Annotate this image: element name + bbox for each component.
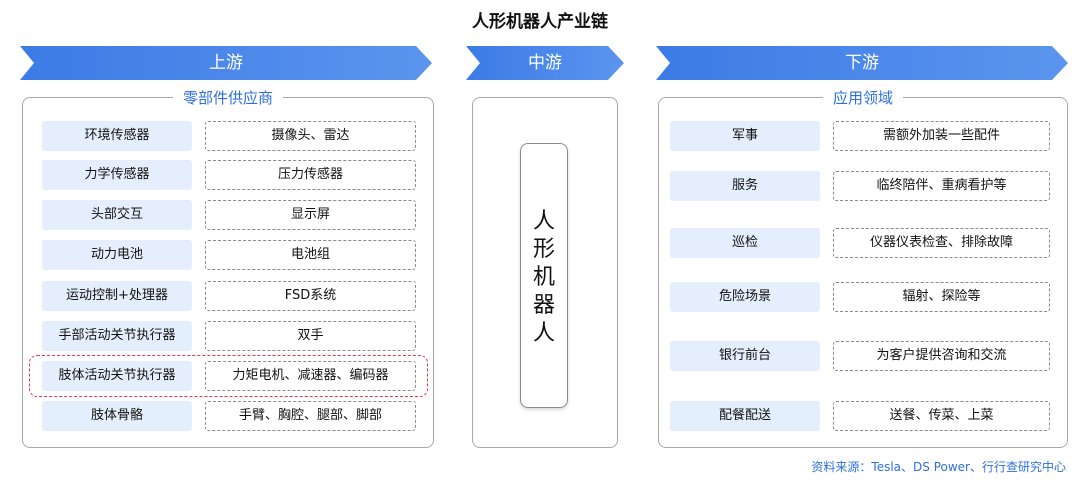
- component-detail: 双手: [205, 321, 416, 351]
- component-label: 环境传感器: [42, 121, 192, 151]
- page-title: 人形机器人产业链: [472, 12, 608, 32]
- field-detail: 辐射、探险等: [833, 282, 1050, 312]
- component-detail: 显示屏: [205, 200, 416, 230]
- midstream-char: 人: [532, 209, 555, 234]
- field-label: 配餐配送: [670, 401, 820, 431]
- component-label: 肢体骨骼: [42, 401, 192, 431]
- component-detail: 摄像头、雷达: [205, 121, 416, 151]
- component-label: 手部活动关节执行器: [42, 321, 192, 351]
- field-detail: 送餐、传菜、上菜: [833, 401, 1050, 431]
- component-label: 肢体活动关节执行器: [42, 361, 192, 391]
- field-label: 军事: [670, 121, 820, 151]
- upstream-banner: 上游: [20, 46, 432, 80]
- component-label: 动力电池: [42, 240, 192, 270]
- downstream-panel: 应用领域: [658, 89, 1068, 448]
- midstream-char: 人: [532, 321, 555, 346]
- field-label: 危险场景: [670, 282, 820, 312]
- component-label: 力学传感器: [42, 160, 192, 190]
- component-detail: 力矩电机、减速器、编码器: [205, 361, 416, 391]
- humanoid-robot-box: 人 形 机 器 人: [520, 143, 568, 408]
- downstream-panel-title: 应用领域: [822, 89, 903, 107]
- midstream-label: 中游: [528, 53, 562, 73]
- component-label: 运动控制+处理器: [42, 281, 192, 311]
- midstream-char: 机: [532, 265, 555, 290]
- component-detail: 电池组: [205, 240, 416, 270]
- midstream-char: 形: [532, 237, 555, 262]
- field-label: 巡检: [670, 228, 820, 258]
- field-detail: 需额外加装一些配件: [833, 121, 1050, 151]
- component-detail: 压力传感器: [205, 160, 416, 190]
- source-note: 资料来源：Tesla、DS Power、行行查研究中心: [811, 460, 1066, 474]
- component-label: 头部交互: [42, 200, 192, 230]
- component-detail: FSD系统: [205, 281, 416, 311]
- field-detail: 为客户提供咨询和交流: [833, 341, 1050, 371]
- upstream-label: 上游: [209, 53, 243, 73]
- field-label: 银行前台: [670, 341, 820, 371]
- midstream-banner: 中游: [466, 46, 624, 80]
- midstream-char: 器: [532, 293, 555, 318]
- component-detail: 手臂、胸腔、腿部、脚部: [205, 401, 416, 431]
- upstream-panel-title: 零部件供应商: [172, 89, 283, 107]
- downstream-label: 下游: [845, 53, 879, 73]
- field-detail: 仪器仪表检查、排除故障: [833, 228, 1050, 258]
- field-detail: 临终陪伴、重病看护等: [833, 171, 1050, 201]
- highlighted-row-outline: [29, 355, 428, 397]
- downstream-banner: 下游: [656, 46, 1068, 80]
- field-label: 服务: [670, 171, 820, 201]
